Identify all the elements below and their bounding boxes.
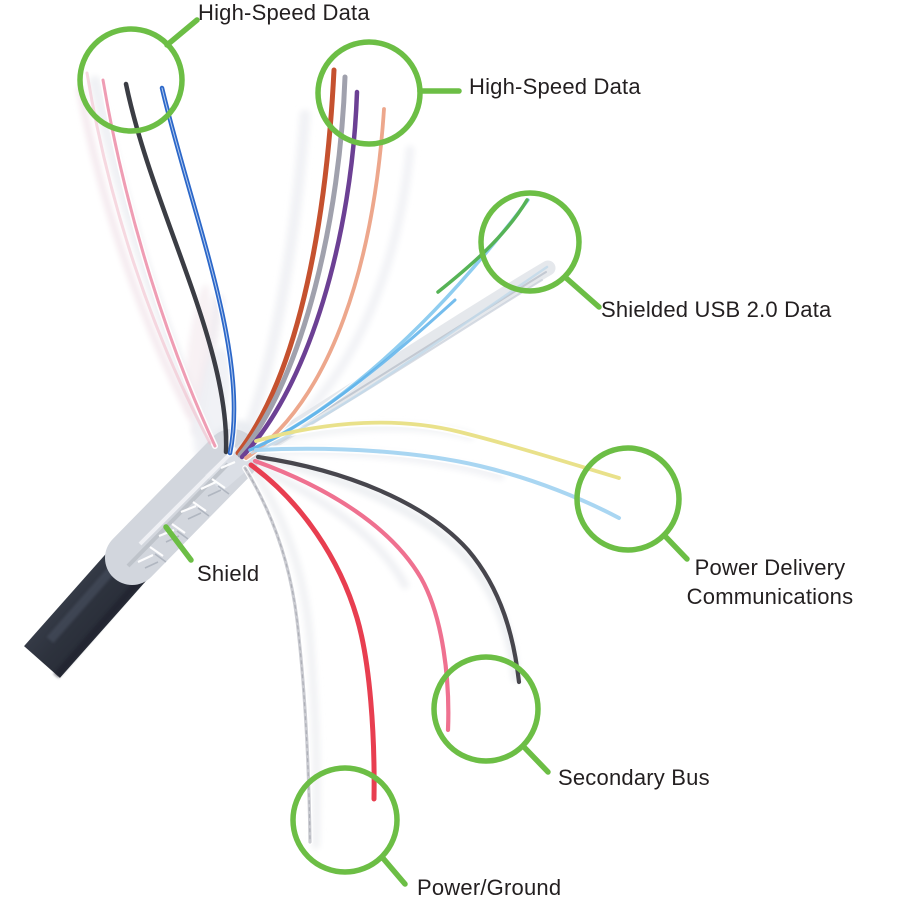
leader-power-ground [379, 854, 408, 887]
wire-pale-pink [85, 71, 212, 445]
label-high-speed-data-1: High-Speed Data [198, 0, 370, 25]
annotation-circle-secondary-bus [431, 654, 541, 764]
label-power-delivery-line1: Power Delivery [694, 555, 846, 580]
label-power-ground: Power/Ground [417, 875, 562, 900]
wire-purple [239, 89, 360, 460]
wires [85, 67, 623, 845]
wire-usb-strand [250, 265, 549, 455]
label-shielded-usb-data: Shielded USB 2.0 Data [601, 297, 832, 322]
label-secondary-bus: Secondary Bus [558, 765, 710, 790]
leader-shield [163, 524, 194, 563]
leader-secondary-bus [520, 743, 551, 775]
braid-highlights [137, 460, 236, 563]
annotation-circle-high-speed-data-1 [77, 26, 185, 134]
label-shield: Shield [197, 561, 260, 586]
leader-shielded-usb [562, 274, 602, 310]
wire-green [436, 198, 529, 294]
label-power-delivery-communications: Power Delivery Communications [668, 553, 872, 611]
wire-pink-stripe [101, 78, 217, 448]
leader-power-delivery [661, 532, 690, 562]
annotation-circle-shielded-usb [478, 190, 582, 294]
leader-high-speed-data-1 [164, 17, 200, 48]
wire-salmon [244, 107, 386, 460]
wire-yellow [254, 420, 621, 480]
wire-black [123, 81, 229, 455]
callout-annotations [77, 17, 690, 887]
wire-red [248, 462, 377, 802]
annotation-circle-power-ground [290, 765, 400, 875]
label-high-speed-data-2: High-Speed Data [469, 74, 641, 99]
label-power-delivery-line2: Communications [686, 584, 854, 609]
wire-dark-gray [255, 454, 522, 685]
annotation-circle-power-delivery [574, 445, 682, 553]
